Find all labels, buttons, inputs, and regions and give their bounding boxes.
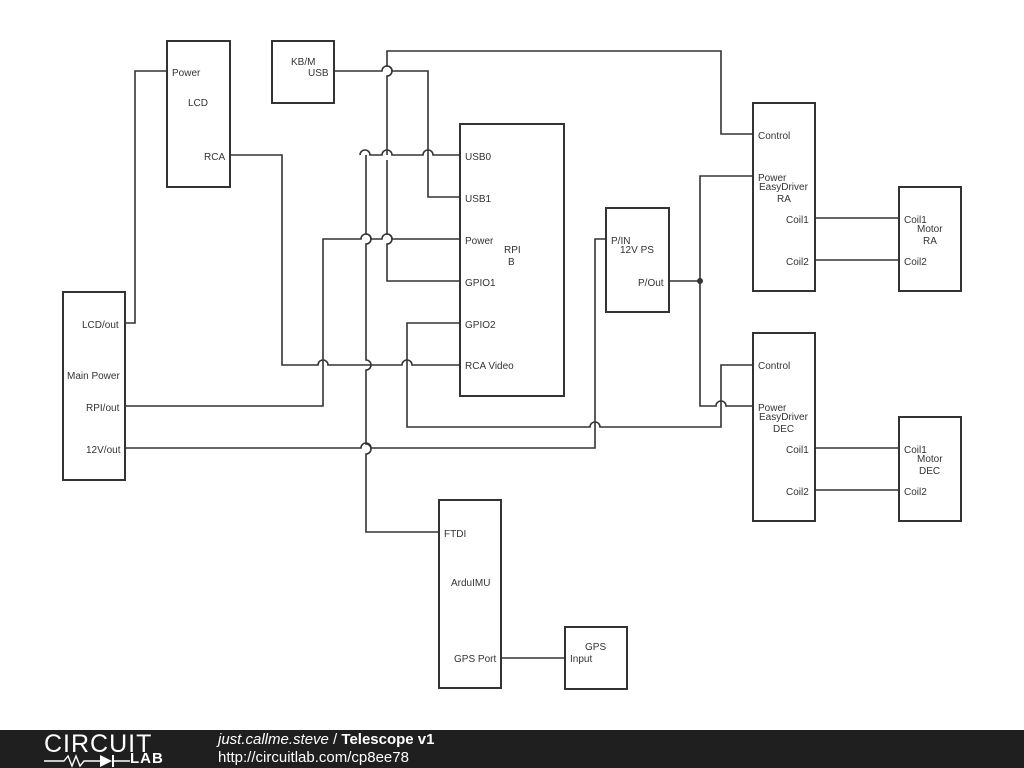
main-12v-out-label: 12V/out	[86, 445, 121, 456]
kbm-usb-label: USB	[308, 68, 329, 79]
main-power-name-label: Main Power	[67, 371, 120, 382]
motor-ra-coil2-label: Coil2	[904, 257, 927, 268]
motor-dec-coil2-label: Coil2	[904, 487, 927, 498]
author-name[interactable]: just.callme.steve	[218, 731, 329, 748]
motor-dec-block[interactable]	[898, 416, 962, 522]
lcd-power-label: Power	[172, 68, 201, 79]
logo-lab-text: LAB	[130, 750, 164, 767]
wire-rca-video	[230, 154, 460, 366]
wire-12v-in	[125, 238, 606, 449]
ed-dec-power-label: Power	[758, 403, 787, 414]
rpi-gpio2-label: GPIO2	[465, 320, 496, 331]
ed-dec-name-label-2: DEC	[773, 424, 794, 435]
rpi-power-label: Power	[465, 236, 494, 247]
ed-dec-control-label: Control	[758, 361, 790, 372]
lcd-name-label: LCD	[188, 98, 208, 109]
rpi-name-label: RPI	[504, 245, 521, 256]
rpi-block[interactable]	[459, 123, 565, 397]
main-power-block[interactable]	[62, 291, 126, 481]
main-lcd-out-label: LCD/out	[82, 320, 119, 331]
ardu-name-label: ArduIMU	[451, 578, 490, 589]
rpi-name-label-2: B	[508, 257, 515, 268]
kbm-name-label: KB/M	[291, 57, 315, 68]
circuit-title[interactable]: Telescope v1	[341, 731, 435, 748]
wire-driver-power	[669, 175, 753, 282]
wire-gpio2-control-dec	[406, 322, 753, 428]
wire-rpi-power	[125, 233, 460, 407]
ed-dec-coil1-label: Coil1	[786, 445, 809, 456]
ardu-ftdi-label: FTDI	[444, 529, 466, 540]
motor-ra-block[interactable]	[898, 186, 962, 292]
circuitlab-logo[interactable]: CIRCUIT LAB	[44, 730, 184, 768]
rpi-rca-video-label: RCA Video	[465, 361, 514, 372]
junction-dot	[697, 278, 703, 284]
wire-usb1	[334, 65, 460, 198]
gps-input-label: Input	[570, 654, 592, 665]
ed-ra-power-label: Power	[758, 173, 787, 184]
main-rpi-out-label: RPI/out	[86, 403, 120, 414]
rpi-usb0-label: USB0	[465, 152, 492, 163]
lcd-block[interactable]	[166, 40, 231, 188]
ardu-gps-port-label: GPS Port	[454, 654, 496, 665]
schematic-canvas: Power LCD RCA KB/M USB USB0 USB1 Power R…	[62, 40, 962, 690]
wire-control-ra	[386, 50, 753, 155]
ed-ra-name-label-2: RA	[777, 194, 791, 205]
ed-ra-name-label: EasyDriver	[759, 182, 809, 193]
ed-ra-coil1-label: Coil1	[786, 215, 809, 226]
motor-dec-name-label: Motor	[917, 454, 943, 465]
wire-driver-power-dec	[699, 281, 753, 407]
motor-ra-name-label: Motor	[917, 224, 943, 235]
title-separator: /	[328, 731, 342, 748]
ps12-name-label: 12V PS	[620, 245, 654, 256]
logo-circuit-text: CIRCUIT	[44, 730, 153, 758]
rpi-gpio1-label: GPIO1	[465, 278, 496, 289]
ed-ra-control-label: Control	[758, 131, 790, 142]
ps12-pout-label: P/Out	[638, 278, 664, 289]
ps12-pin-label: P/IN	[611, 236, 630, 247]
arduimu-block[interactable]	[438, 499, 502, 689]
wire-ftdi	[365, 155, 439, 533]
ed-ra-coil2-label: Coil2	[786, 257, 809, 268]
diode-logo-icon	[44, 754, 130, 768]
wire-lcd-power	[125, 70, 167, 324]
ps12-block[interactable]	[605, 207, 670, 313]
kbm-block[interactable]	[271, 40, 335, 104]
gps-name-label: GPS	[585, 642, 606, 653]
motor-dec-name-label-2: DEC	[919, 466, 940, 477]
lcd-rca-label: RCA	[204, 152, 225, 163]
wire-usb0-control-ra	[359, 149, 460, 156]
circuit-credit: just.callme.steve / Telescope v1 http://…	[218, 731, 435, 767]
motor-ra-coil1-label: Coil1	[904, 215, 927, 226]
motor-dec-coil1-label: Coil1	[904, 445, 927, 456]
motor-ra-name-label-2: RA	[923, 236, 937, 247]
ed-dec-name-label: EasyDriver	[759, 412, 809, 423]
ed-dec-coil2-label: Coil2	[786, 487, 809, 498]
rpi-usb1-label: USB1	[465, 194, 492, 205]
footer-bar: CIRCUIT LAB just.callme.steve / Telescop…	[0, 730, 1024, 768]
easydriver-dec-block[interactable]	[752, 332, 816, 522]
wire-gpio1	[386, 160, 460, 282]
easydriver-ra-block[interactable]	[752, 102, 816, 292]
circuit-url[interactable]: http://circuitlab.com/cp8ee78	[218, 749, 409, 766]
